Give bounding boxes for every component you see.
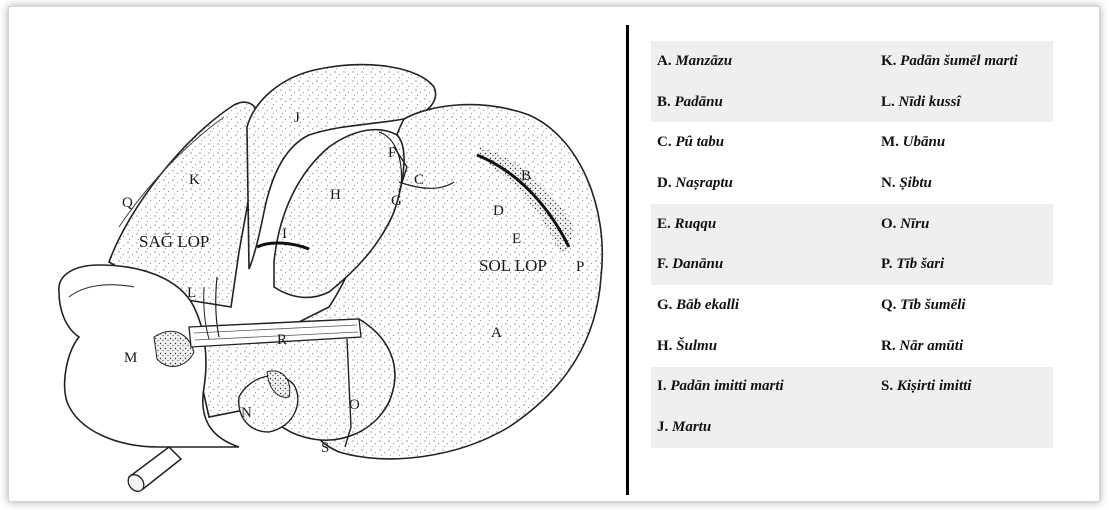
legend-entry: L. Nīdi kussî xyxy=(875,82,1053,123)
label-d: D xyxy=(493,203,504,219)
legend-row: G. Bāb ekalli Q. Tīb šumēli xyxy=(651,285,1053,326)
label-r: R xyxy=(277,332,287,348)
figure-frame: A B C D E F G H I J K L M N O P Q R S SA… xyxy=(8,6,1100,502)
label-i: I xyxy=(282,226,287,242)
legend-entry: J. Martu xyxy=(651,407,875,448)
legend-entry: S. Kiṣirti imitti xyxy=(875,367,1053,408)
legend-entry: O. Nīru xyxy=(875,204,1053,245)
label-q: Q xyxy=(122,195,133,211)
legend-entry: K. Padān šumēl marti xyxy=(875,41,1053,82)
legend-entry: A. Manzāzu xyxy=(651,41,875,82)
label-o: O xyxy=(349,397,360,413)
legend-row: A. Manzāzu K. Padān šumēl marti xyxy=(651,41,1053,82)
label-k: K xyxy=(189,172,200,188)
legend-entry: M. Ubānu xyxy=(875,122,1053,163)
legend-entry: G. Bāb ekalli xyxy=(651,285,875,326)
legend-entry-empty xyxy=(875,407,1053,448)
label-f: F xyxy=(388,145,396,161)
label-m: M xyxy=(124,350,137,366)
legend-entry: F. Danānu xyxy=(651,244,875,285)
label-c: C xyxy=(414,172,424,188)
legend-entry: E. Ruqqu xyxy=(651,204,875,245)
legend-entry: B. Padānu xyxy=(651,82,875,123)
label-j: J xyxy=(294,110,300,126)
legend-row: C. Pû tabu M. Ubānu xyxy=(651,122,1053,163)
label-g: G xyxy=(391,193,402,209)
left-lobe-label: SOL LOP xyxy=(479,256,547,275)
legend-table: A. Manzāzu K. Padān šumēl marti B. Padān… xyxy=(651,41,1053,448)
legend-entry: N. Ṣibtu xyxy=(875,163,1053,204)
legend-entry: C. Pû tabu xyxy=(651,122,875,163)
legend-row: E. Ruqqu O. Nīru xyxy=(651,204,1053,245)
legend-entry: H. Šulmu xyxy=(651,326,875,367)
legend-row: I. Padān imitti marti S. Kiṣirti imitti xyxy=(651,367,1053,408)
legend-entry: P. Tīb šari xyxy=(875,244,1053,285)
label-n: N xyxy=(241,405,252,421)
label-s: S xyxy=(321,440,329,456)
legend-entry: D. Naṣraptu xyxy=(651,163,875,204)
label-e: E xyxy=(512,231,521,247)
label-l: L xyxy=(187,285,196,301)
legend-row: B. Padānu L. Nīdi kussî xyxy=(651,82,1053,123)
liver-illustration: A B C D E F G H I J K L M N O P Q R S SA… xyxy=(9,7,624,503)
right-lobe-label: SAĞ LOP xyxy=(139,232,209,251)
legend-entry: R. Nār amūti xyxy=(875,326,1053,367)
label-p: P xyxy=(576,259,584,275)
legend-entry: I. Padān imitti marti xyxy=(651,367,875,408)
legend-row: F. Danānu P. Tīb šari xyxy=(651,244,1053,285)
label-b: B xyxy=(521,168,531,184)
legend-row: D. Naṣraptu N. Ṣibtu xyxy=(651,163,1053,204)
label-a: A xyxy=(491,325,502,341)
label-h: H xyxy=(330,187,341,203)
legend-entry: Q. Tīb šumēli xyxy=(875,285,1053,326)
legend-row: J. Martu xyxy=(651,407,1053,448)
legend-row: H. Šulmu R. Nār amūti xyxy=(651,326,1053,367)
column-divider xyxy=(626,25,629,495)
